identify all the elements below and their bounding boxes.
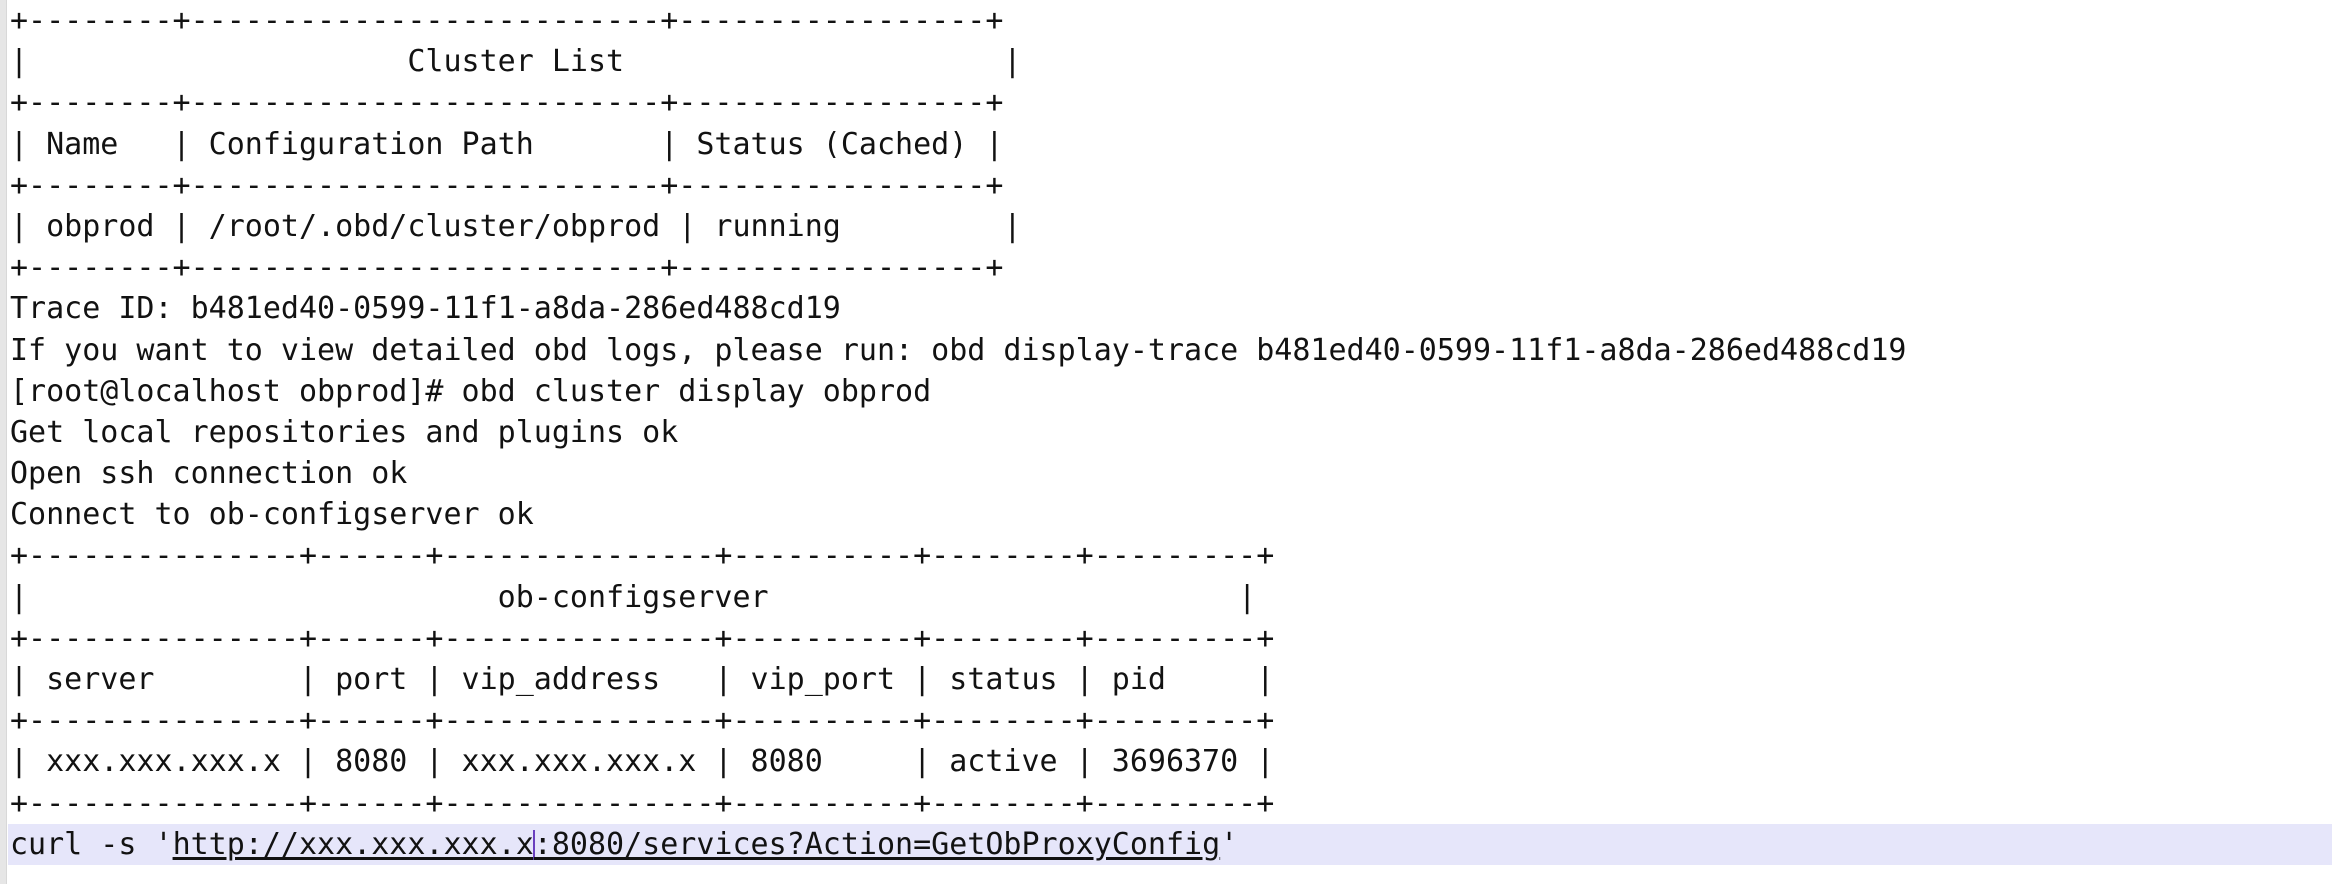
line-msg-repositories: Get local repositories and plugins ok: [10, 414, 679, 450]
line-cfg-bottom-border: +---------------+------+---------------+…: [10, 785, 1275, 821]
line-cfg-row-1: | xxx.xxx.xxx.x | 8080 | xxx.xxx.xxx.x |…: [10, 744, 1275, 780]
text-caret: [532, 829, 535, 860]
line-shell-prompt: [root@localhost obprod]# obd cluster dis…: [10, 373, 932, 409]
terminal-output-lines: +--------+--------------------------+---…: [8, 0, 2332, 884]
line-cluster-header-bottom: +--------+--------------------------+---…: [10, 167, 1004, 203]
line-cfg-header-bottom: +---------------+------+---------------+…: [10, 703, 1275, 739]
line-cfg-title-row: | ob-configserver |: [10, 579, 1257, 615]
line-cfg-header-sep: +---------------+------+---------------+…: [10, 620, 1275, 656]
line-cfg-header-row: | server | port | vip_address | vip_port…: [10, 662, 1275, 697]
line-msg-configserver: Connect to ob-configserver ok: [10, 497, 534, 533]
line-cluster-top-border: +--------+--------------------------+---…: [10, 3, 1004, 38]
url-segment-before-caret[interactable]: http://xxx.xxx.xxx.x: [172, 826, 534, 862]
line-cluster-title-row: | Cluster List |: [10, 44, 1022, 80]
line-cluster-bottom-border: +--------+--------------------------+---…: [10, 250, 1004, 286]
line-cfg-top-border: +---------------+------+---------------+…: [10, 538, 1275, 574]
line-msg-ssh: Open ssh connection ok: [10, 456, 408, 492]
line-cluster-header-row: | Name | Configuration Path | Status (Ca…: [10, 126, 1004, 162]
terminal-left-gutter: [0, 0, 7, 884]
line-cluster-row-obprod: | obprod | /root/.obd/cluster/obprod | r…: [10, 208, 1022, 244]
curl-command-suffix: ': [1220, 826, 1239, 862]
current-command-line[interactable]: curl -s 'http://xxx.xxx.xxx.x:8080/servi…: [8, 823, 2332, 865]
line-cluster-header-sep: +--------+--------------------------+---…: [10, 85, 1004, 121]
url-segment-after-caret[interactable]: :8080/services?Action=GetObProxyConfig: [533, 826, 1221, 862]
line-trace-id: Trace ID: b481ed40-0599-11f1-a8da-286ed4…: [10, 291, 841, 327]
line-trace-hint: If you want to view detailed obd logs, p…: [10, 332, 1907, 368]
curl-command-prefix: curl -s ': [10, 826, 173, 862]
